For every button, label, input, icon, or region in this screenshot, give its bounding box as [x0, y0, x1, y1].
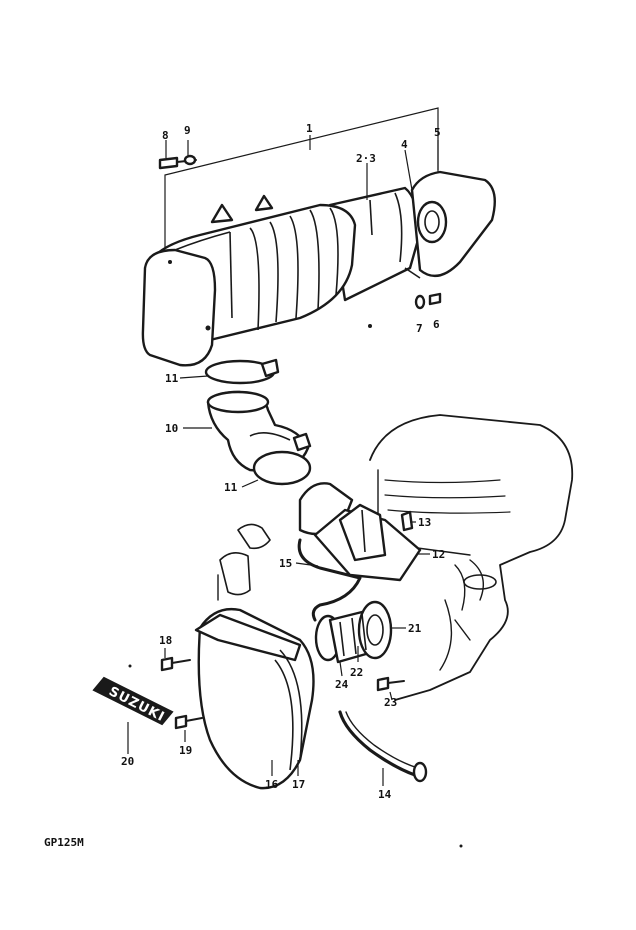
callout-12: 12: [432, 548, 445, 561]
bolt-6: [428, 292, 442, 306]
callout-20: 20: [121, 755, 134, 768]
air-cleaner-end-plate: [410, 170, 496, 278]
callout-13: 13: [418, 516, 431, 529]
inlet-pipe-group: [297, 482, 422, 622]
callout-7: 7: [416, 322, 423, 335]
callout-9: 9: [184, 124, 191, 137]
callout-10: 10: [165, 422, 178, 435]
callout-8: 8: [162, 129, 169, 142]
callout-11-upper: 11: [165, 372, 179, 385]
joint-flange-21: [357, 600, 393, 660]
bolt-13: [400, 510, 414, 532]
part-1-bracket: [164, 107, 439, 190]
air-cleaner-end-cap: [141, 248, 217, 367]
callout-22: 22: [350, 666, 363, 679]
callout-24: 24: [335, 678, 349, 691]
washer-7: [414, 294, 426, 310]
callout-2-3: 2·3: [356, 152, 376, 165]
screw-19: [174, 714, 188, 730]
callout-15: 15: [279, 557, 292, 570]
callout-19: 19: [179, 744, 192, 757]
model-code-label: GP125M: [44, 836, 84, 849]
callout-21: 21: [408, 622, 422, 635]
carburetor-joint-group: [314, 600, 428, 783]
callout-17: 17: [292, 778, 305, 791]
callout-labels: 1 2·3 4 5 6 7 8 9 10 11 11 12 13 14 15 1…: [121, 122, 445, 801]
suzuki-emblem-20: SUZUKI: [92, 676, 174, 726]
callout-1: 1: [306, 122, 313, 135]
callout-14: 14: [378, 788, 392, 801]
breather-hose-15: [297, 538, 362, 622]
callout-16: 16: [265, 778, 279, 791]
callout-6: 6: [433, 318, 440, 331]
callout-5: 5: [434, 126, 441, 139]
side-cover-trim-17: [279, 649, 303, 761]
callout-18: 18: [159, 634, 172, 647]
callout-23: 23: [384, 696, 397, 709]
hose-clamp-lower: [252, 450, 312, 486]
washer-9: [183, 154, 197, 166]
drain-hose-14: [338, 710, 417, 777]
bolt-8: [158, 156, 179, 170]
bolt-18: [160, 656, 174, 672]
intake-hose-group: [204, 358, 312, 486]
callout-11-lower: 11: [224, 481, 238, 494]
callout-4: 4: [401, 138, 408, 151]
bolt-23: [376, 676, 390, 692]
gasket-ring: [416, 200, 448, 244]
callout-leaders: [127, 140, 439, 786]
air-cleaner-assembly: [141, 107, 496, 367]
